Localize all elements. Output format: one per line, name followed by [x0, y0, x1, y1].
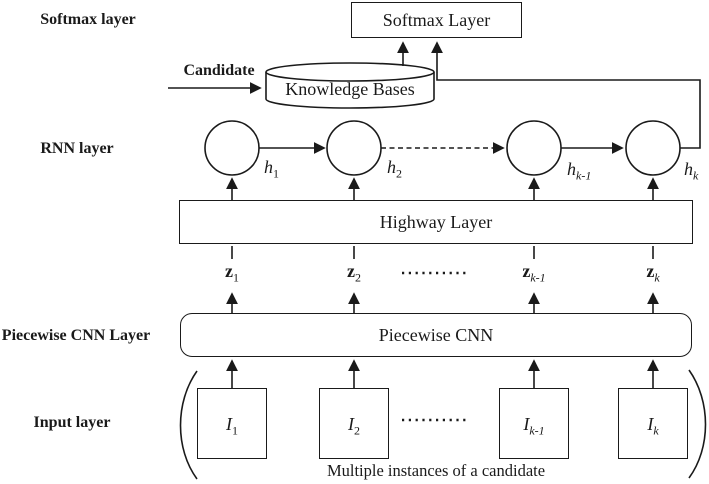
highway-layer-box: Highway Layer: [179, 200, 693, 244]
rnn-node-label-hk: hk: [684, 159, 699, 183]
softmax-layer-box-label: Softmax Layer: [382, 9, 491, 30]
row-label-softmax-layer: Softmax layer: [40, 11, 136, 28]
knowledge-bases-cylinder-top: [265, 62, 435, 82]
piecewise-cnn-box: Piecewise CNN: [180, 313, 692, 357]
row-label-input-layer: Input layer: [33, 414, 111, 431]
arrow-hk-to-softmax: [431, 41, 701, 149]
z-vector-label-z1: z1: [225, 261, 239, 285]
input-box-i1: I1: [197, 388, 267, 459]
input-box-i1-label: I1: [226, 413, 238, 438]
piecewise-cnn-box-label: Piecewise CNN: [378, 324, 494, 345]
knowledge-bases-label: Knowledge Bases: [285, 79, 415, 99]
rnn-node-circle-h1: [204, 120, 260, 176]
rnn-node-circle-hk1: [506, 120, 562, 176]
input-box-ik1: Ik-1: [499, 388, 569, 459]
highway-layer-box-label: Highway Layer: [379, 211, 493, 232]
knowledge-bases-cylinder-body: [265, 72, 435, 109]
rnn-node-circle-hk: [625, 120, 681, 176]
caption-multiple-instances: Multiple instances of a candidate: [326, 461, 546, 480]
input-box-i2: I2: [319, 388, 389, 459]
softmax-layer-box: Softmax Layer: [351, 2, 522, 38]
rnn-node-label-hk1: hk-1: [567, 159, 592, 183]
rnn-node-label-h1: h1: [264, 157, 279, 181]
input-box-ik1-label: Ik-1: [523, 413, 545, 438]
z-vector-label-zk: zk: [646, 261, 660, 285]
input-box-i2-label: I2: [348, 413, 360, 438]
z-vector-label-zk1: zk-1: [522, 261, 546, 285]
rnn-node-label-h2: h2: [387, 157, 402, 181]
rnn-node-circle-h2: [326, 120, 382, 176]
row-label-candidate: Candidate: [183, 62, 255, 79]
row-label-rnn-layer: RNN layer: [40, 140, 114, 157]
input-box-ik: Ik: [618, 388, 688, 459]
input-box-ik-label: Ik: [647, 413, 659, 438]
z-vector-label-z2: z2: [347, 261, 361, 285]
row-label-piecewise-cnn-layer: Piecewise CNN Layer: [1, 327, 151, 344]
bracket-left-icon: [179, 370, 198, 480]
bracket-right-icon: [688, 369, 707, 479]
